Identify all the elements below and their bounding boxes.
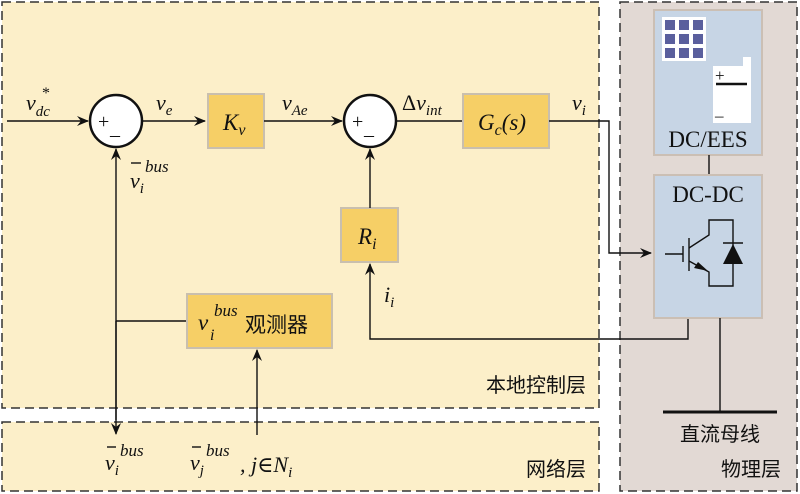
svg-text:vj: vj [190, 450, 204, 479]
svg-text:vi: vi [130, 168, 144, 197]
dc-dc-label: DC-DC [672, 182, 744, 207]
ri-block: Ri [340, 207, 399, 263]
svg-text:+: + [98, 111, 109, 133]
vbar-i-bus-label-top: vi bus [130, 157, 169, 197]
svg-text:bus: bus [214, 301, 238, 320]
svg-text:bus: bus [206, 441, 230, 460]
dc-ees-device: + – DC/EES [653, 9, 763, 156]
igbt-icon [665, 219, 743, 287]
current-feedback-line [365, 263, 689, 340]
local-layer-label: 本地控制层 [486, 373, 586, 397]
ve-label: ve [156, 90, 173, 119]
svg-text:–: – [109, 124, 121, 146]
physical-layer-label: 物理层 [721, 457, 781, 481]
svg-text:vi: vi [105, 450, 119, 479]
svg-text:–: – [714, 106, 724, 125]
dc-dc-converter: DC-DC [653, 174, 763, 319]
summing-junction-1: + – [88, 93, 144, 149]
svg-text:Ri: Ri [357, 224, 377, 253]
dvint-label: Δvint [402, 90, 443, 119]
summing-junction-2: + – [342, 93, 398, 149]
gc-block: Gc(s) [462, 93, 550, 149]
observer-block: v i bus 观测器 [186, 293, 333, 349]
vbar-j-bus-label-network: vj bus , j∈Ni [190, 441, 292, 481]
vi-label: vi [572, 90, 586, 119]
svg-text:+: + [352, 111, 363, 133]
vdc-ref-star: * [42, 85, 50, 102]
svg-text:–: – [363, 124, 375, 146]
svg-text:观测器: 观测器 [245, 313, 308, 337]
dc-ees-label: DC/EES [668, 127, 747, 152]
vae-label: vAe [282, 90, 308, 119]
svg-text:v: v [198, 310, 209, 335]
svg-text:Gc(s): Gc(s) [478, 110, 526, 139]
vdc-ref-label: vdc [26, 90, 50, 120]
kv-block: Kv [207, 93, 265, 149]
network-layer [1, 421, 600, 492]
battery-icon: + – [713, 57, 751, 125]
svg-text:, j∈Ni: , j∈Ni [240, 452, 292, 481]
ii-label: ii [384, 282, 394, 311]
svg-text:bus: bus [120, 441, 144, 460]
network-layer-label: 网络层 [526, 457, 586, 481]
vbar-i-bus-label-network: vi bus [105, 441, 144, 479]
svg-text:i: i [210, 327, 214, 344]
svg-text:bus: bus [145, 157, 169, 176]
solar-panel-icon [662, 17, 706, 61]
vi-line [549, 120, 652, 258]
dc-bus-label: 直流母线 [680, 422, 760, 446]
svg-text:Kv: Kv [222, 110, 246, 139]
svg-text:+: + [715, 66, 725, 85]
